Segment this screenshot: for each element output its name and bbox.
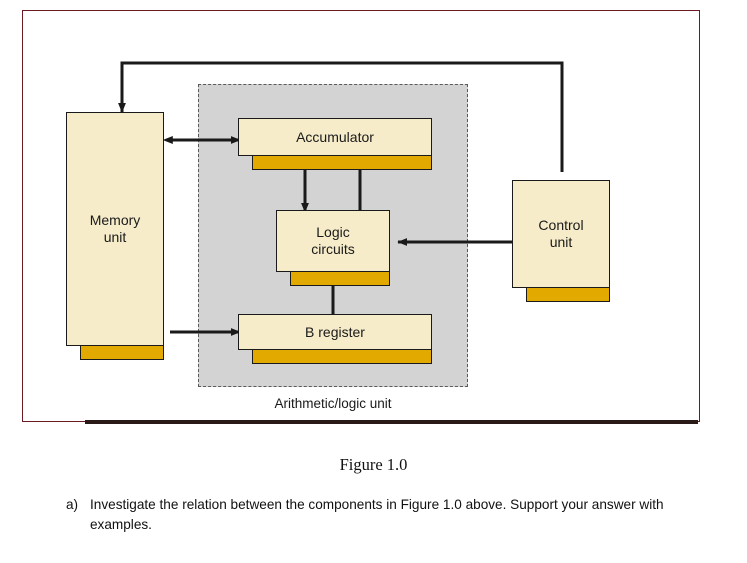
- figure-caption: Figure 1.0: [339, 455, 408, 474]
- control-unit-face: Control unit: [512, 180, 610, 288]
- computer-architecture-diagram: Arithmetic/logic unit: [66, 61, 624, 411]
- accumulator-bottom: [252, 156, 432, 170]
- memory-unit-label-line2: unit: [103, 229, 127, 245]
- accumulator-label: Accumulator: [296, 128, 374, 145]
- figure-frame-shadow: [85, 420, 698, 424]
- logic-circuits-label-line1: Logic: [316, 224, 350, 241]
- question-item: a) Investigate the relation between the …: [66, 495, 716, 534]
- logic-circuits-bottom: [290, 272, 390, 286]
- b-register-bottom: [252, 350, 432, 364]
- logic-circuits-label-line2: circuits: [311, 241, 355, 257]
- accumulator-face: Accumulator: [238, 118, 432, 156]
- block-accumulator: Accumulator: [238, 118, 446, 170]
- control-unit-bottom: [526, 288, 610, 302]
- arithmetic-logic-unit-label: Arithmetic/logic unit: [274, 396, 392, 411]
- memory-unit-label-line1: Memory: [89, 212, 141, 229]
- b-register-face: B register: [238, 314, 432, 350]
- control-unit-label-line1: Control: [538, 217, 584, 234]
- block-logic-circuits: Logic circuits: [276, 210, 404, 286]
- block-control-unit: Control unit: [512, 180, 624, 302]
- control-unit-label-line2: unit: [549, 234, 573, 250]
- question-marker: a): [66, 497, 79, 512]
- memory-unit-bottom: [80, 346, 164, 360]
- connector-control-to-memory: [118, 61, 564, 172]
- block-memory-unit: Memory unit: [66, 112, 178, 360]
- block-b-register: B register: [238, 314, 446, 364]
- logic-circuits-face: Logic circuits: [276, 210, 390, 272]
- memory-unit-face: Memory unit: [66, 112, 164, 346]
- question-text: Investigate the relation between the com…: [90, 497, 664, 532]
- b-register-label: B register: [305, 323, 365, 340]
